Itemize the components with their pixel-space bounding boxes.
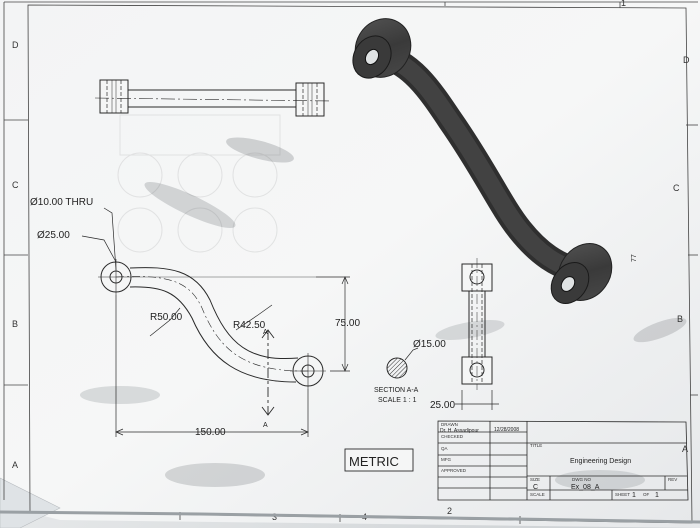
tb-approved-label: APPROVED (441, 468, 467, 473)
tb-dwg-label: DWG NO (572, 477, 591, 482)
section-hatched-circle (386, 357, 408, 379)
section-cut-line (261, 329, 275, 416)
ghost-print (117, 114, 281, 253)
tb-rev-label: REV (668, 477, 677, 482)
table-edge (0, 510, 700, 524)
zone-left-c: C (12, 180, 19, 190)
isometric-model (352, 18, 613, 304)
dim-radius-small: R50.00 (150, 312, 183, 323)
tb-drawn-by: Dr. H. Assadipour (440, 428, 479, 434)
dim-section-dia: Ø15.00 (413, 339, 446, 350)
section-label-top: A (263, 329, 268, 336)
tb-dwg-no: Ex_08_A (571, 484, 600, 491)
dimension-lines (81, 207, 350, 437)
arm-upper-edge (129, 267, 299, 360)
dim-height: 75.00 (335, 318, 360, 329)
section-scale: SCALE 1 : 1 (378, 397, 417, 404)
tb-of-label: OF (643, 492, 650, 497)
tb-qa-label: QA (441, 446, 448, 451)
dim-radius-large: R42.50 (233, 320, 266, 331)
front-view (98, 259, 326, 389)
zone-right-d: D (683, 55, 690, 65)
tb-size-label: SIZE (530, 477, 540, 482)
zone-top-1: 1 (621, 0, 626, 8)
side-note: 77 (631, 254, 638, 262)
tb-date: 12/28/2008 (494, 427, 519, 433)
metric-box (344, 448, 414, 472)
top-view (94, 79, 331, 117)
tb-title-label: TITLE (530, 443, 542, 448)
zone-ticks (4, 2, 698, 524)
zone-bottom-2: 2 (447, 506, 452, 516)
zone-bottom-3: 3 (272, 512, 277, 522)
dim-length: 150.00 (195, 427, 226, 438)
dim-boss-dia: Ø25.00 (37, 230, 70, 241)
zone-right-b: B (677, 314, 683, 324)
tb-size: C (533, 484, 538, 491)
tb-of: 1 (655, 492, 659, 499)
section-title: SECTION A-A (374, 387, 419, 394)
side-view (455, 258, 499, 410)
zone-left-d: D (12, 40, 19, 50)
tb-mfg-label: MFG (441, 457, 451, 462)
section-label-bottom: A (263, 422, 268, 429)
tb-sheet: 1 (632, 492, 636, 499)
tb-checked-label: CHECKED (441, 434, 464, 439)
zone-left-b: B (12, 319, 18, 329)
tb-scale-label: SCALE (530, 492, 545, 497)
tb-title: Engineering Design (570, 458, 631, 465)
zone-left-a: A (12, 460, 18, 470)
section-leader (404, 347, 419, 361)
title-block (437, 420, 689, 501)
tb-sheet-label: SHEET (615, 492, 630, 497)
smudges (80, 137, 687, 490)
dim-width: 25.00 (430, 400, 455, 411)
zone-right-c: C (673, 183, 680, 193)
arm-centerline (115, 276, 309, 372)
dim-hole-thru: Ø10.00 THRU (30, 197, 93, 208)
tb-drawn-label: DRAWN (441, 422, 458, 427)
zone-right-a: A (682, 444, 688, 454)
arm-lower-edge (129, 286, 297, 383)
metric-label: METRIC (349, 454, 399, 469)
